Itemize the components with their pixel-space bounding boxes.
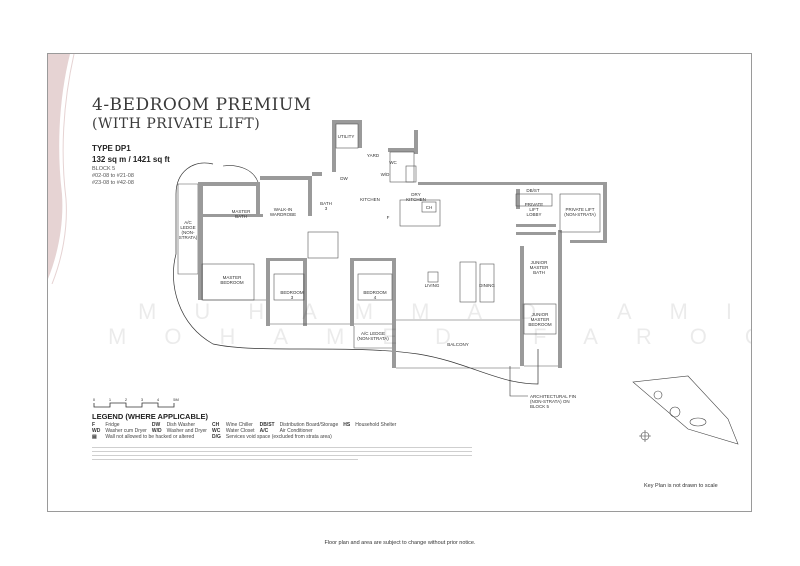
svg-text:WARDROBE: WARDROBE bbox=[270, 212, 296, 217]
svg-text:BEDROOM: BEDROOM bbox=[220, 280, 244, 285]
walls bbox=[198, 120, 607, 368]
units-range-2: #23-08 to #42-08 bbox=[92, 180, 134, 186]
svg-text:MASTER: MASTER bbox=[531, 317, 551, 322]
unit-type-block: TYPE DP1 132 sq m / 1421 sq ft bbox=[92, 143, 170, 165]
title-line-1: 4-BEDROOM PREMIUM bbox=[92, 95, 312, 115]
decorative-swoosh bbox=[48, 54, 75, 284]
room-label-junior-master-bedroom: JUNIOR bbox=[532, 312, 550, 317]
key-plan-note: Key Plan is not drawn to scale bbox=[644, 483, 718, 489]
svg-text:KITCHEN: KITCHEN bbox=[406, 197, 426, 202]
svg-text:(NON-STRATA): (NON-STRATA) bbox=[564, 212, 596, 217]
title-line-2: (WITH PRIVATE LIFT) bbox=[92, 116, 261, 132]
unit-area: 132 sq m / 1421 sq ft bbox=[92, 155, 170, 164]
room-label-bedroom-4: BEDROOM bbox=[363, 290, 387, 295]
legend-heading: LEGEND (WHERE APPLICABLE) bbox=[92, 412, 208, 421]
room-label-wine-chiller: CH bbox=[426, 205, 433, 210]
svg-text:BATH: BATH bbox=[533, 270, 545, 275]
svg-text:1: 1 bbox=[109, 397, 112, 402]
room-label-dry-kitchen: DRY bbox=[411, 192, 420, 197]
svg-text:3: 3 bbox=[291, 295, 294, 300]
room-label-private-lift-lobby: PRIVATE bbox=[525, 202, 544, 207]
room-label-bath-3: BATH bbox=[320, 201, 332, 206]
svg-text:4: 4 bbox=[374, 295, 377, 300]
room-label-db-storage: DB/ST bbox=[526, 188, 540, 193]
room-label-kitchen: KITCHEN bbox=[360, 197, 380, 202]
room-label-balcony: BALCONY bbox=[447, 342, 469, 347]
room-label-utility: UTILITY bbox=[338, 134, 355, 139]
watermark-line-1: MUHAMMAD AMIN bbox=[138, 299, 751, 324]
svg-text:STRATA): STRATA) bbox=[179, 235, 198, 240]
units-range-1: #02-08 to #21-08 bbox=[92, 173, 134, 179]
svg-text:LOBBY: LOBBY bbox=[526, 212, 541, 217]
svg-text:3: 3 bbox=[325, 206, 328, 211]
interior-lines bbox=[201, 123, 601, 369]
floorplan-sheet: 4-BEDROOM PREMIUM (WITH PRIVATE LIFT) TY… bbox=[47, 53, 752, 512]
block-name: BLOCK 5 bbox=[92, 166, 116, 172]
floor-plan: UTILITY YARD WC W/D DW KITCHEN DRY KITCH… bbox=[173, 120, 739, 445]
page-title: 4-BEDROOM PREMIUM (WITH PRIVATE LIFT) bbox=[92, 95, 312, 133]
room-label-wd: W/D bbox=[381, 172, 390, 177]
svg-text:LEDGE: LEDGE bbox=[180, 225, 195, 230]
svg-text:BEDROOM: BEDROOM bbox=[528, 322, 552, 327]
site-boundary-curve bbox=[173, 162, 539, 385]
svg-text:4: 4 bbox=[157, 397, 160, 402]
room-label-dining: DINING bbox=[479, 283, 495, 288]
key-plan bbox=[632, 375, 739, 445]
room-label-ac-ledge-left: A/C bbox=[184, 220, 192, 225]
watermark-line-2: MOHAMED FAROOK... bbox=[108, 324, 751, 349]
room-label-dw: DW bbox=[340, 176, 348, 181]
svg-text:5M: 5M bbox=[173, 397, 179, 402]
room-label-junior-master-bath: JUNIOR bbox=[531, 260, 549, 265]
unit-block-info: BLOCK 5 #02-08 to #21-08 #23-08 to #42-0… bbox=[92, 166, 134, 187]
svg-text:3: 3 bbox=[141, 397, 144, 402]
svg-text:2: 2 bbox=[125, 397, 128, 402]
room-label-ac-ledge-mid: A/C LEDGE bbox=[361, 331, 385, 336]
svg-text:(NON-: (NON- bbox=[182, 230, 195, 235]
svg-text:BATH: BATH bbox=[235, 214, 247, 219]
room-label-master-bedroom: MASTER bbox=[223, 275, 243, 280]
room-label-private-lift: PRIVATE LIFT bbox=[565, 207, 594, 212]
room-label-yard: YARD bbox=[367, 153, 380, 158]
room-label-walk-in-wardrobe: WALK-IN bbox=[274, 207, 293, 212]
room-label-master-bath: MASTER bbox=[232, 209, 252, 214]
architectural-fin-note: ARCHITECTURAL FIN bbox=[530, 394, 576, 399]
footer-note: Floor plan and area are subject to chang… bbox=[324, 540, 476, 546]
unit-type: TYPE DP1 bbox=[92, 144, 131, 153]
svg-text:LIFT: LIFT bbox=[529, 207, 539, 212]
scale-bar: 0 1 2 3 4 5M bbox=[93, 397, 179, 408]
room-label-bedroom-3: BEDROOM bbox=[280, 290, 304, 295]
room-label-fridge: F bbox=[387, 215, 390, 220]
svg-text:MASTER: MASTER bbox=[530, 265, 550, 270]
svg-text:0: 0 bbox=[93, 397, 96, 402]
svg-text:BLOCK 5: BLOCK 5 bbox=[530, 404, 550, 409]
svg-text:(NON-STRATA) ON: (NON-STRATA) ON bbox=[530, 399, 570, 404]
fine-print-disclaimer bbox=[92, 447, 472, 463]
room-label-wc: WC bbox=[389, 160, 397, 165]
room-label-living: LIVING bbox=[425, 283, 440, 288]
svg-text:(NON-STRATA): (NON-STRATA) bbox=[357, 336, 389, 341]
